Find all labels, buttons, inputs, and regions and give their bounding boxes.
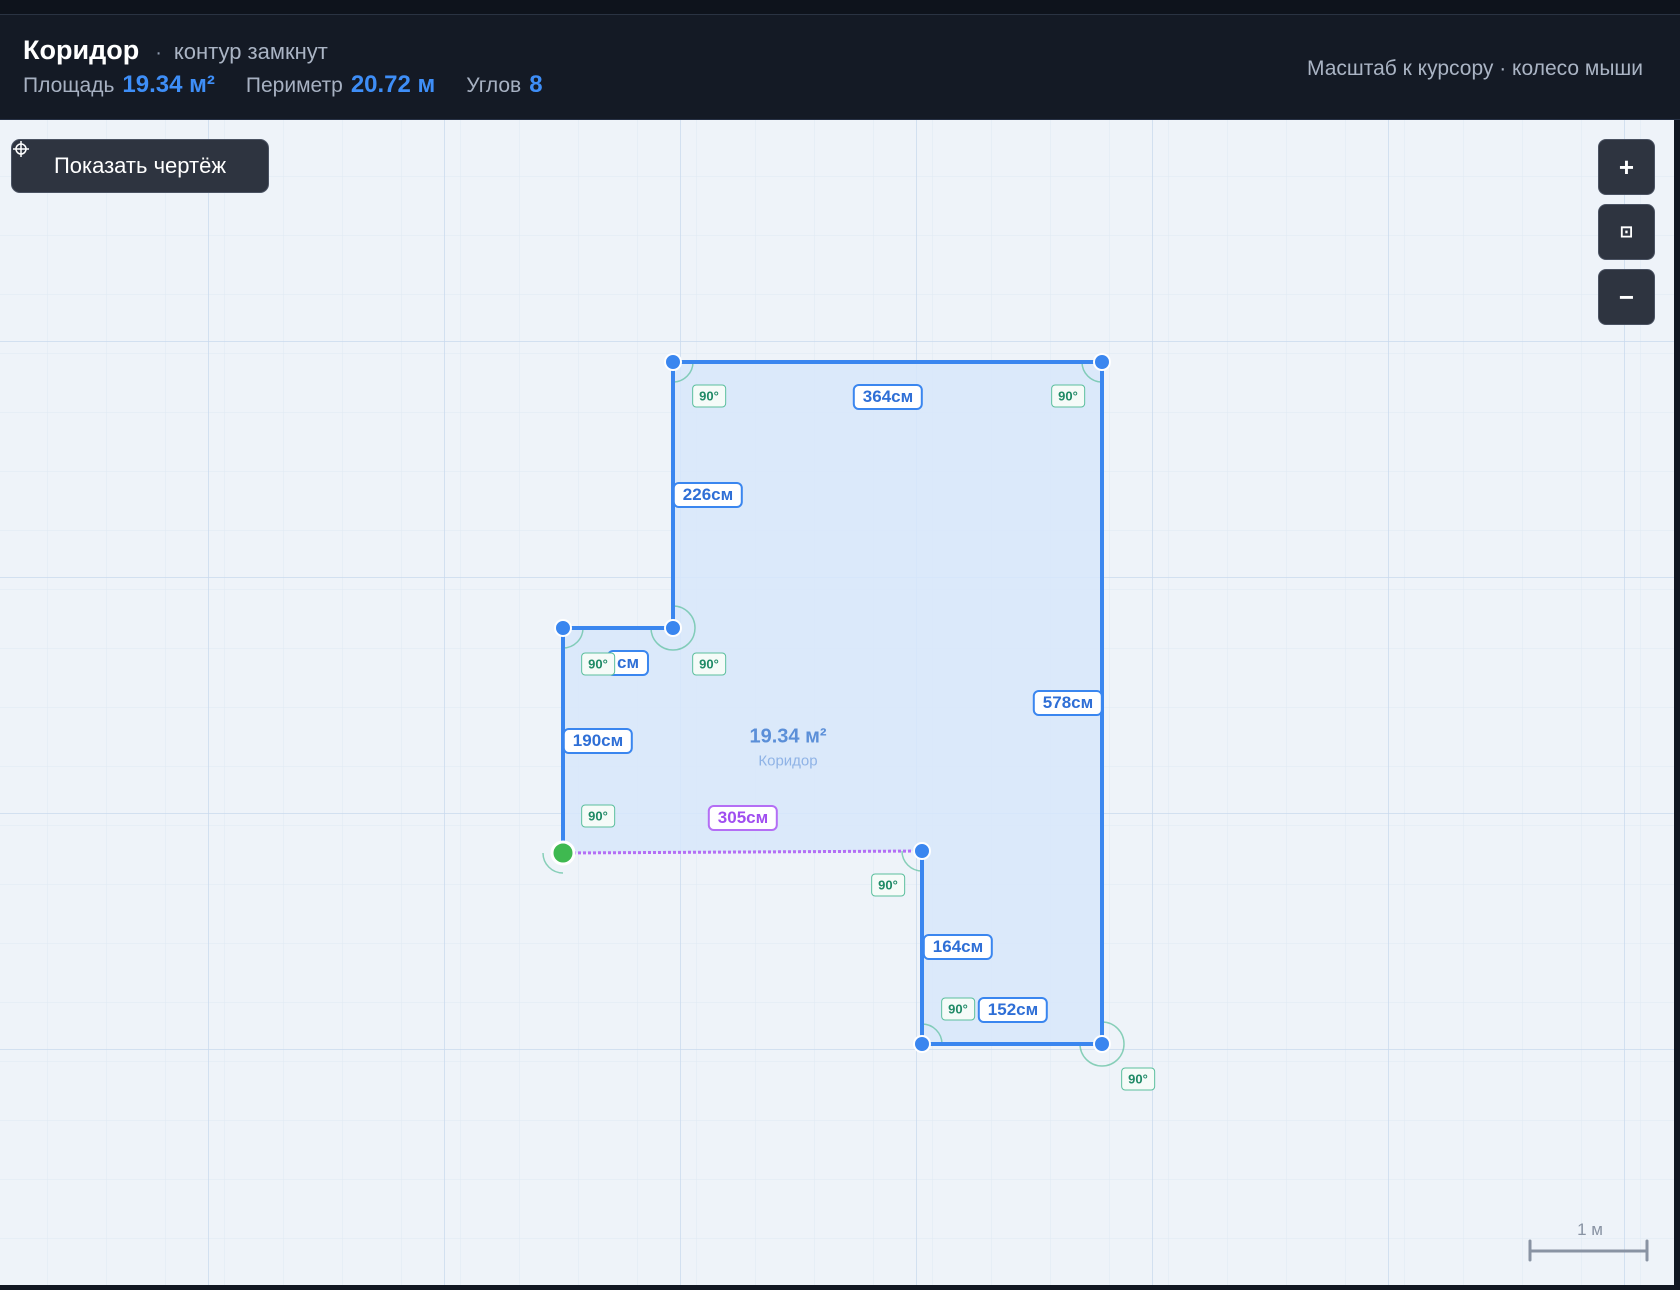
angle-arcs <box>542 361 1125 1067</box>
angle-label: 90° <box>941 997 975 1021</box>
stat-area: Площадь 19.34 м² <box>23 71 215 99</box>
fit-icon: ⊡ <box>1619 224 1634 241</box>
vertices[interactable] <box>550 353 1111 1053</box>
start-vertex-handle <box>550 840 576 866</box>
plus-icon: + <box>1618 151 1635 182</box>
angle-label: 90° <box>692 652 726 676</box>
angle-arc <box>901 850 923 872</box>
angle-arc <box>542 852 564 874</box>
window-top-strip <box>0 0 1680 15</box>
angle-arc <box>562 627 584 649</box>
room-polygon[interactable] <box>563 362 1102 1044</box>
angle-label: 90° <box>871 873 905 897</box>
stat-perimeter-value: 20.72 м <box>350 71 436 98</box>
room-name-label: Коридор <box>758 752 818 770</box>
vertex-handle <box>913 842 931 860</box>
plan-canvas[interactable]: 19.34 м² Коридор 364см 226см см 190см 30… <box>0 120 1674 1285</box>
angle-arc <box>1081 361 1103 383</box>
show-drawing-button[interactable]: Показать чертёж <box>11 139 269 193</box>
active-segment-length-label[interactable]: 305см <box>707 805 779 831</box>
angle-label: 90° <box>692 384 726 408</box>
stat-perimeter: Периметр 20.72 м <box>246 71 435 99</box>
zoom-hint: Масштаб к курсору · колесо мыши <box>1306 57 1643 80</box>
segment-length-label[interactable]: 152см <box>977 997 1049 1023</box>
angle-label: 90° <box>581 652 615 676</box>
segment-length-label[interactable]: 578см <box>1032 690 1104 716</box>
stat-corners-value: 8 <box>529 71 543 98</box>
header-bar: Коридор · контур замкнут Площадь 19.34 м… <box>0 15 1680 120</box>
angle-arc <box>650 605 696 651</box>
stats-row: Площадь 19.34 м² Периметр 20.72 м Углов … <box>23 71 574 99</box>
plan-svg[interactable] <box>0 120 1674 1285</box>
segment-length-label[interactable]: 190см <box>562 728 634 754</box>
show-drawing-label: Показать чертёж <box>53 153 227 178</box>
vertex-handle <box>664 619 682 637</box>
angle-label: 90° <box>1121 1067 1155 1091</box>
title-separator: · <box>155 42 162 64</box>
window-right-edge <box>1674 120 1680 1290</box>
angle-label: 90° <box>581 804 615 828</box>
fit-to-screen-button[interactable]: ⊡ <box>1598 204 1655 260</box>
scale-bar-label: 1 м <box>1577 1220 1603 1239</box>
segment-length-label[interactable]: 164см <box>922 934 994 960</box>
segment-length-label[interactable]: 364см <box>852 384 924 410</box>
contour-status: контур замкнут <box>173 39 328 64</box>
vertex-handle <box>664 353 682 371</box>
angle-arc <box>921 1023 943 1045</box>
title-row: Коридор · контур замкнут <box>23 35 328 66</box>
segment-length-label[interactable]: 226см <box>672 482 744 508</box>
stat-area-label: Площадь <box>23 74 115 97</box>
crosshair-icon <box>13 141 29 157</box>
vertex-handle <box>554 619 572 637</box>
vertex-handle <box>913 1035 931 1053</box>
scale-bar <box>1528 1239 1649 1262</box>
zoom-in-button[interactable]: + <box>1598 139 1655 195</box>
room-name: Коридор <box>23 35 140 65</box>
angle-label: 90° <box>1051 384 1085 408</box>
minus-icon: − <box>1618 281 1635 312</box>
stat-corners: Углов 8 <box>466 71 542 99</box>
angle-arc <box>1079 1021 1125 1067</box>
stat-perimeter-label: Периметр <box>245 74 343 97</box>
room-area-label: 19.34 м² <box>749 725 827 748</box>
stat-area-value: 19.34 м² <box>122 71 215 98</box>
vertex-handle <box>1093 353 1111 371</box>
angle-arc <box>672 361 694 383</box>
vertex-handle <box>1093 1035 1111 1053</box>
stat-corners-label: Углов <box>466 74 522 97</box>
window-bottom-edge <box>0 1285 1680 1290</box>
zoom-out-button[interactable]: − <box>1598 269 1655 325</box>
